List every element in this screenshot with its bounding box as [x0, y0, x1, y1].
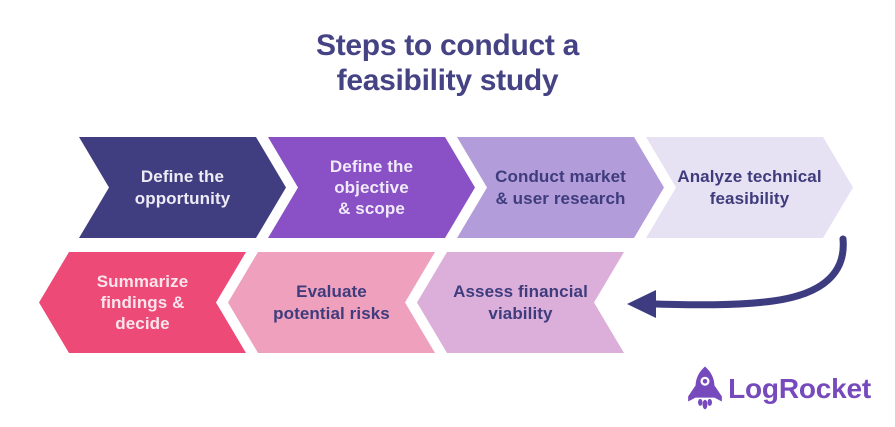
- step-define-objective-scope: Define the objective & scope: [268, 137, 475, 238]
- step-analyze-technical-feasibility: Analyze technical feasibility: [646, 137, 853, 238]
- step-assess-financial-viability: Assess financial viability: [417, 252, 624, 353]
- flow-arrow-curve: [652, 235, 847, 309]
- page-title-line1: Steps to conduct a: [316, 29, 579, 62]
- step-summarize-findings-decide: Summarize findings & decide: [39, 252, 246, 353]
- step-label-define-objective-scope: Define the objective & scope: [329, 156, 414, 219]
- step-label-summarize-findings-decide: Summarize findings & decide: [96, 271, 189, 334]
- step-label-conduct-market-research: Conduct market & user research: [495, 167, 626, 208]
- step-label-analyze-technical-feasibility: Analyze technical feasibility: [677, 167, 822, 208]
- step-label-define-opportunity: Define the opportunity: [134, 167, 231, 208]
- step-conduct-market-research: Conduct market & user research: [457, 137, 664, 238]
- logrocket-wordmark: LogRocket: [728, 373, 871, 404]
- step-label-assess-financial-viability: Assess financial viability: [453, 282, 588, 323]
- rocket-icon: [688, 366, 722, 410]
- logrocket-logo: LogRocket: [686, 365, 871, 413]
- page-title: Steps to conduct a feasibility study: [0, 28, 895, 98]
- flow-arrow-head: [627, 290, 656, 318]
- step-label-evaluate-potential-risks: Evaluate potential risks: [273, 282, 390, 323]
- step-evaluate-potential-risks: Evaluate potential risks: [228, 252, 435, 353]
- page-title-line2: feasibility study: [336, 64, 559, 98]
- step-define-opportunity: Define the opportunity: [79, 137, 286, 238]
